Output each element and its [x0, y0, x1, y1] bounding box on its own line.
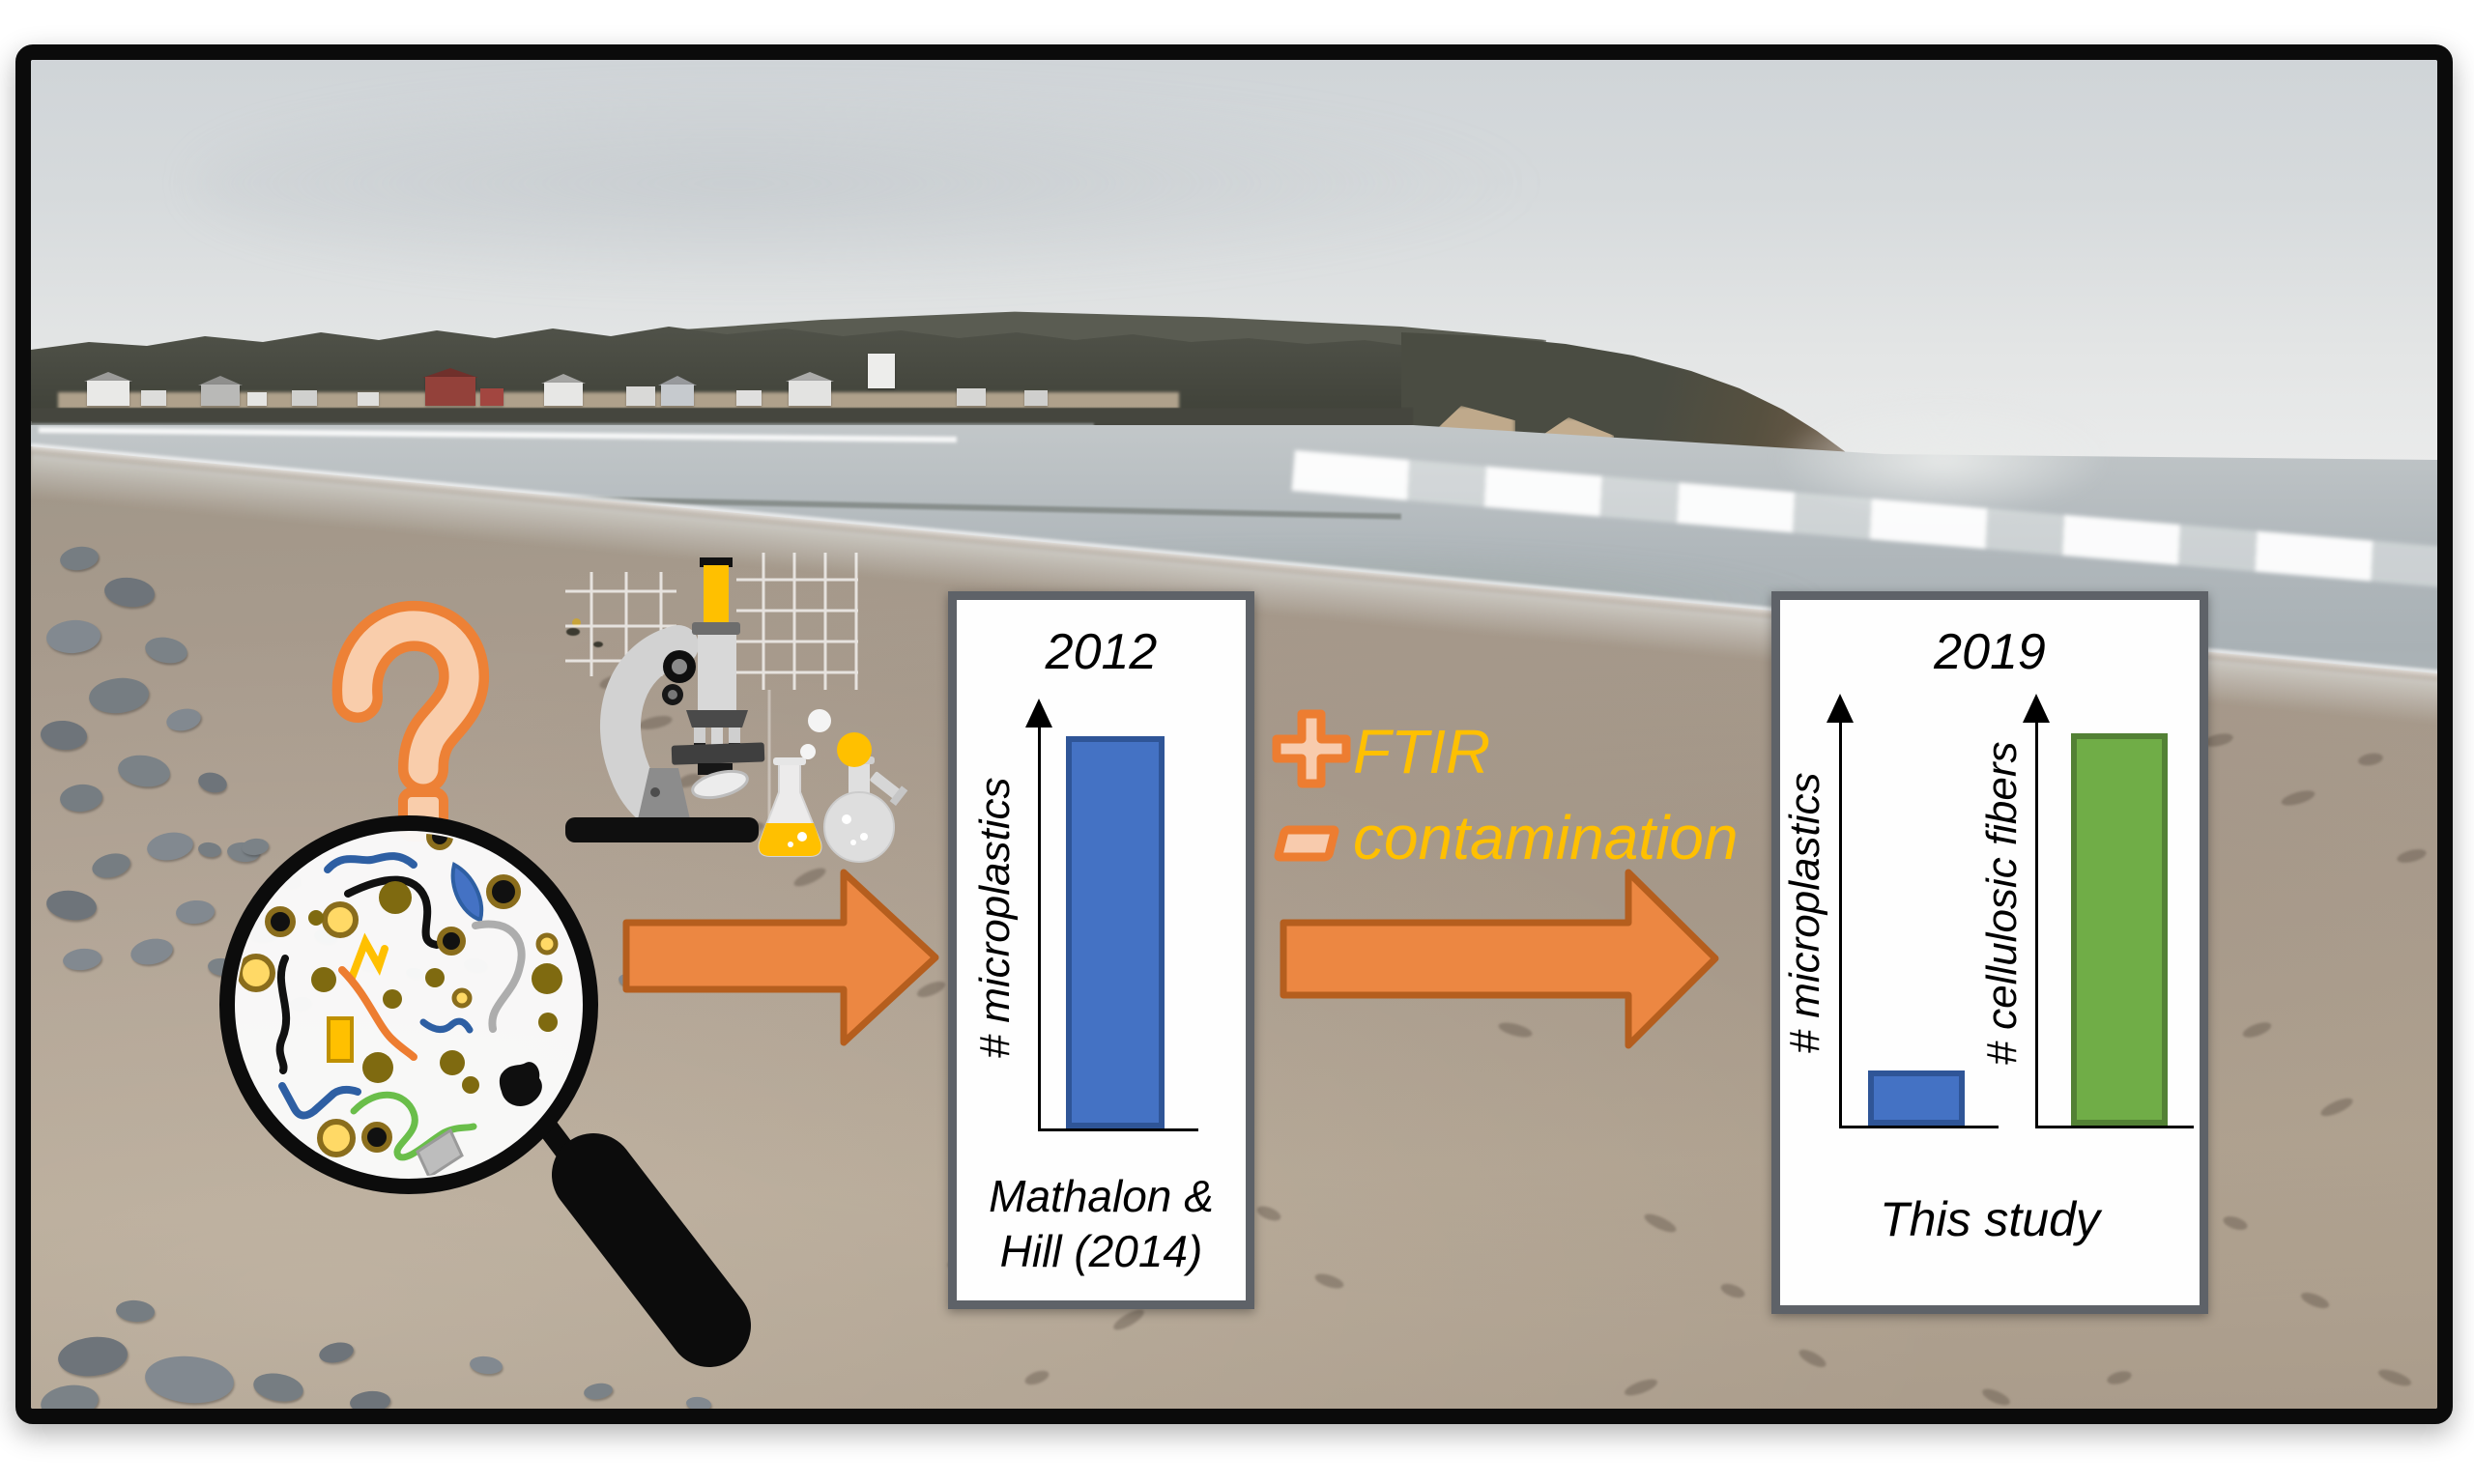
fiber-orange [338, 966, 417, 1061]
microplastic-particles [237, 833, 562, 1177]
debris-yellow [572, 618, 581, 627]
seaweed-debris [566, 628, 580, 636]
x-axis [1839, 1126, 1999, 1128]
y-axis-label: # microplastics [971, 777, 1019, 1059]
microscope-body [698, 630, 736, 719]
fragment-blue [450, 862, 484, 923]
x-axis [2035, 1126, 2194, 1128]
fiber-blue [278, 1082, 361, 1120]
caption-line: Mathalon & [989, 1171, 1214, 1221]
stage [671, 742, 765, 765]
house [789, 381, 831, 406]
round-flask-icon [823, 756, 908, 863]
x-axis [1038, 1128, 1198, 1131]
house [292, 390, 317, 406]
y-axis [2035, 719, 2038, 1126]
foot-bolt [650, 787, 660, 797]
house [480, 388, 503, 406]
fine-knob-center [668, 690, 677, 699]
magnifier-handle [552, 1133, 751, 1367]
eyepiece-collar [692, 622, 740, 635]
bar-microplastics-2019 [1868, 1070, 1965, 1126]
house [87, 381, 129, 406]
fiber-yellow [348, 932, 388, 982]
caption-line: This study [1880, 1192, 2100, 1246]
house [358, 392, 379, 406]
beach-photo: FTIR contamination 2012 # microplastics … [31, 60, 2437, 1409]
flow-arrows [622, 869, 1719, 1049]
bar-cellulosic-fibers [2071, 733, 2168, 1126]
y-axis [1038, 724, 1041, 1128]
white-dot [800, 744, 816, 759]
beads [237, 833, 562, 1157]
house [736, 390, 762, 406]
flow-arrow-2 [1280, 869, 1719, 1049]
fragment-black [499, 1062, 542, 1106]
house [661, 385, 694, 406]
house-roof [786, 372, 834, 382]
minus-icon [1274, 825, 1339, 862]
house [425, 377, 475, 406]
panel-2012-caption: Mathalon & Hill (2014) [957, 1169, 1246, 1279]
house-roof [658, 376, 697, 385]
panel-2012-title: 2012 [1045, 624, 1158, 680]
fiber-gray [472, 920, 526, 1033]
panel-2019-title: 2019 [1934, 624, 2046, 680]
yellow-dot [837, 732, 872, 767]
house-roof [84, 372, 132, 382]
y-axis-label: # microplastics [1781, 772, 1828, 1054]
eyepiece-tube [704, 565, 729, 625]
house [868, 354, 895, 388]
plus-icon [1272, 709, 1351, 788]
bar-microplastics-2012 [1066, 736, 1165, 1128]
fragment-gray [416, 1127, 464, 1177]
fiber-black [275, 955, 291, 1074]
y-axis [1839, 719, 1842, 1126]
cloud-shading [193, 77, 1546, 290]
house [544, 383, 583, 406]
house [626, 386, 655, 406]
panel-2012: 2012 # microplastics Mathalon & Hill (20… [948, 591, 1254, 1309]
white-dot [808, 709, 831, 732]
focus-knob-center [672, 659, 687, 674]
eyepiece-cap [700, 557, 733, 567]
house [1024, 390, 1048, 406]
erlenmeyer-flask-icon [758, 757, 822, 857]
panel-2019: 2019 # microplastics # cellulosic fibers… [1771, 591, 2208, 1314]
house-roof [541, 374, 586, 384]
nosepiece [686, 710, 748, 728]
y-axis-label: # cellulosic fibers [1978, 741, 2026, 1066]
fiber-black [344, 875, 441, 949]
house [957, 388, 986, 406]
fragment-gold [327, 1016, 354, 1063]
contamination-label: contamination [1353, 803, 1739, 872]
panel-2019-caption: This study [1780, 1192, 2200, 1247]
foot-support [638, 768, 690, 819]
house [201, 385, 240, 406]
microscope-base [565, 817, 759, 842]
y-axis-arrowhead [2023, 694, 2050, 723]
fiber-blue [419, 1017, 474, 1034]
seawall [31, 408, 1413, 427]
magnifying-glass-icon [219, 815, 751, 1367]
seaweed-debris [593, 642, 603, 647]
plus-minus-icons [1272, 709, 1351, 862]
y-axis-arrowhead [1025, 699, 1052, 728]
flow-arrow-1 [622, 869, 939, 1046]
house-roof [198, 376, 243, 385]
house-roof [422, 368, 478, 378]
microscope-icon [565, 553, 908, 863]
fiber-blue [324, 852, 417, 873]
photo-frame: FTIR contamination 2012 # microplastics … [15, 44, 2453, 1424]
ftir-label: FTIR [1353, 717, 1491, 786]
y-axis-arrowhead [1827, 694, 1854, 723]
mirror [691, 769, 749, 800]
house [247, 392, 267, 406]
caption-line: Hill (2014) [999, 1226, 1203, 1276]
house [141, 390, 166, 406]
